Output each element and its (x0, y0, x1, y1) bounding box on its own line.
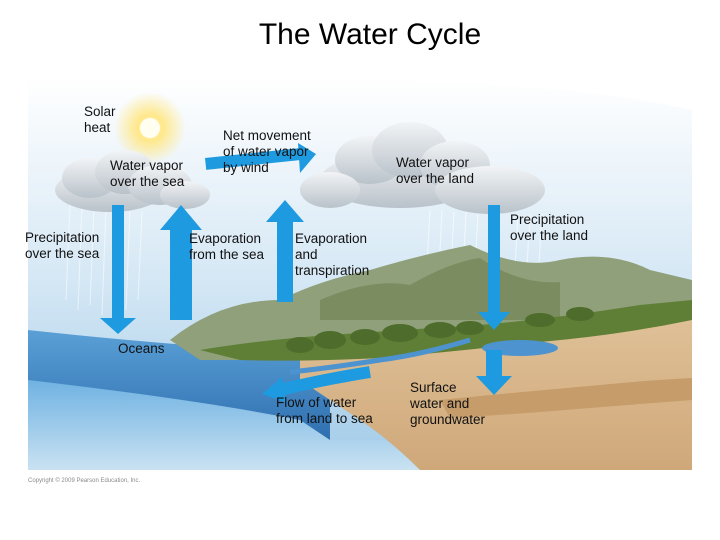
label-net-movement: Net movement of water vapor by wind (223, 128, 311, 175)
label-water-vapor-over-land: Water vapor over the land (396, 155, 475, 186)
label-precipitation-over-land: Precipitation over the land (510, 212, 589, 243)
arrow-flow-to-sea (262, 366, 371, 402)
cloud-over-land (300, 122, 545, 214)
copyright-text: Copyright © 2009 Pearson Education, Inc. (28, 478, 141, 484)
trees (286, 307, 594, 353)
label-water-vapor-over-sea: Water vapor over the sea (110, 158, 185, 189)
label-evaporation-transpiration: Evaporation and transpiration (295, 231, 370, 278)
arrow-net-movement (205, 143, 316, 173)
arrow-evaporation-from-sea (160, 205, 202, 320)
arrow-precipitation-over-land (478, 205, 510, 330)
label-solar-heat: Solar heat (84, 104, 116, 135)
cloud-over-sea (55, 150, 210, 212)
label-evaporation-from-sea: Evaporation from the sea (189, 231, 265, 262)
arrow-evaporation-transpiration (266, 200, 304, 302)
label-surface-groundwater: Surface water and groundwater (410, 380, 486, 427)
label-oceans: Oceans (118, 341, 165, 356)
label-flow-of-water: Flow of water from land to sea (276, 395, 373, 426)
page-title: The Water Cycle (258, 18, 482, 51)
label-precipitation-over-sea: Precipitation over the sea (25, 230, 100, 261)
arrow-precipitation-over-sea (100, 205, 136, 334)
arrow-surface-groundwater (476, 350, 512, 395)
river (289, 337, 471, 375)
